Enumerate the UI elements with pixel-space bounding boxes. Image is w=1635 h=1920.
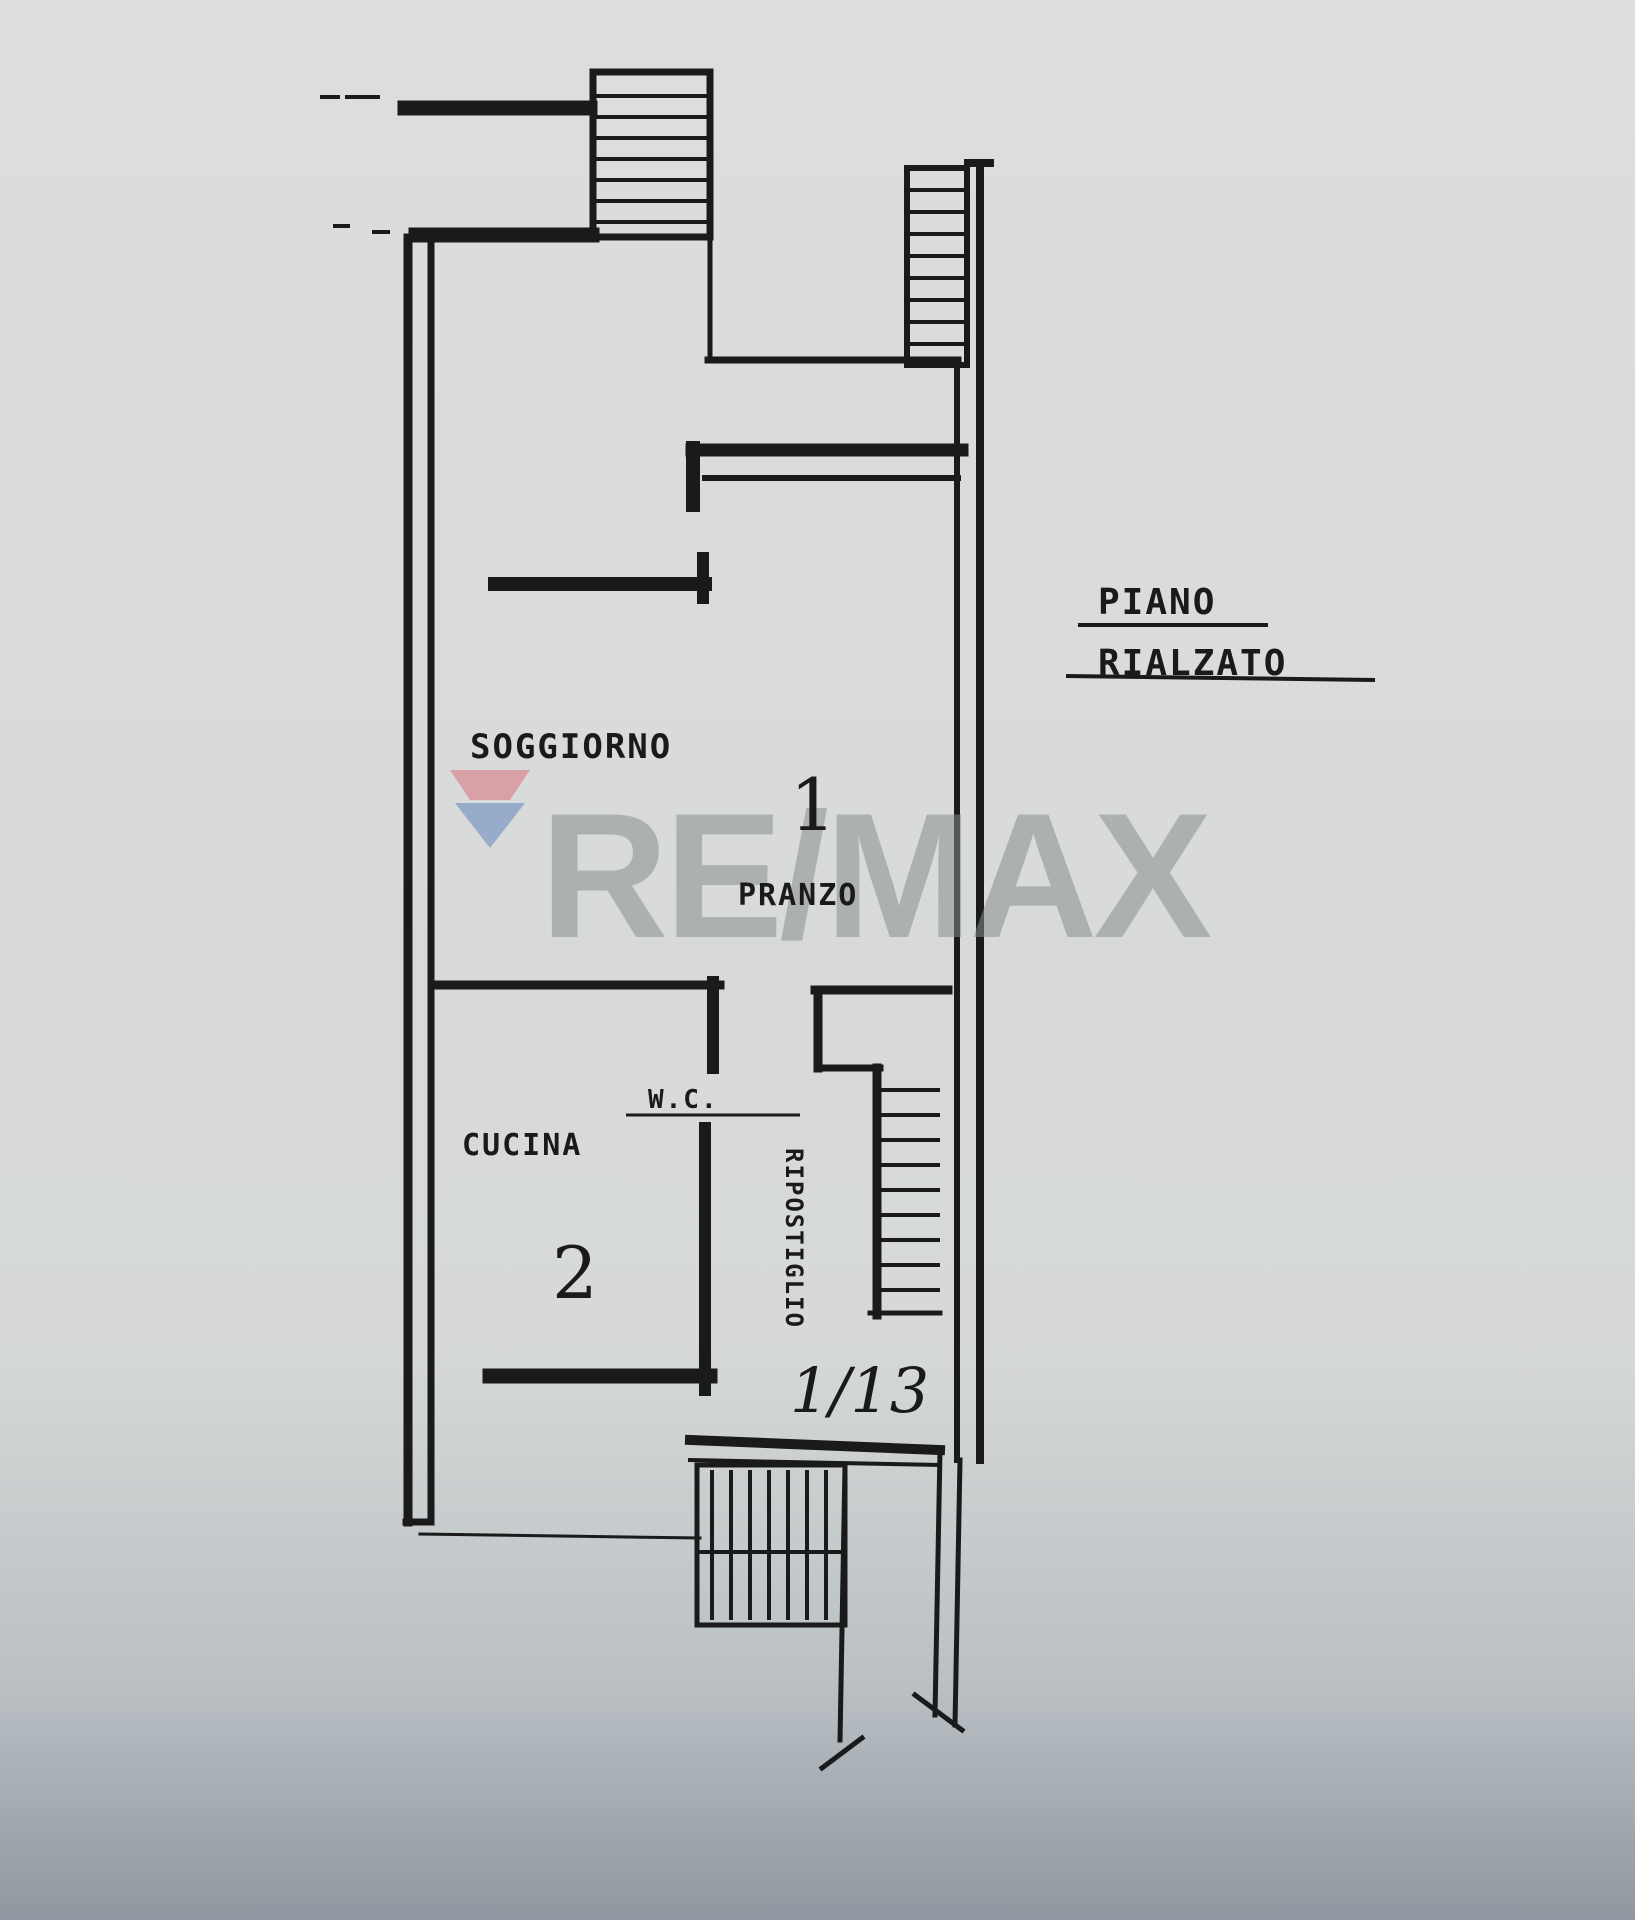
room-label-storage: RIPOSTIGLIO — [780, 1148, 808, 1329]
room-number-living: 1 — [790, 763, 836, 847]
stair-landing — [684, 1434, 946, 1456]
stair-treads — [596, 94, 965, 1620]
stair-right-frame — [904, 165, 970, 368]
wall-end-tick — [911, 1691, 966, 1734]
watermark-text: RE/MAX — [540, 776, 1212, 975]
wall-right-low — [952, 1457, 963, 1728]
wall-bottom-open — [418, 1532, 702, 1540]
room-label-living: SOGGIORNO — [470, 727, 672, 767]
stair-top-frame — [589, 68, 714, 241]
room-number-kitchen: 2 — [552, 1231, 598, 1315]
reference-number: 1/13 — [790, 1354, 929, 1427]
dimension-marks — [320, 95, 390, 234]
wall-bottom-stem — [837, 1462, 848, 1743]
wall-right-low2 — [932, 1447, 943, 1718]
room-label-dining: PRANZO — [738, 878, 858, 913]
balloon-icon — [450, 770, 530, 800]
room-label-wc: W.C. — [648, 1085, 719, 1115]
wall-bottom-tick — [818, 1734, 866, 1772]
room-label-kitchen: CUCINA — [462, 1128, 582, 1163]
remax-watermark: RE/MAX — [450, 770, 1216, 975]
floor-title-line1: PIANO — [1098, 582, 1216, 623]
